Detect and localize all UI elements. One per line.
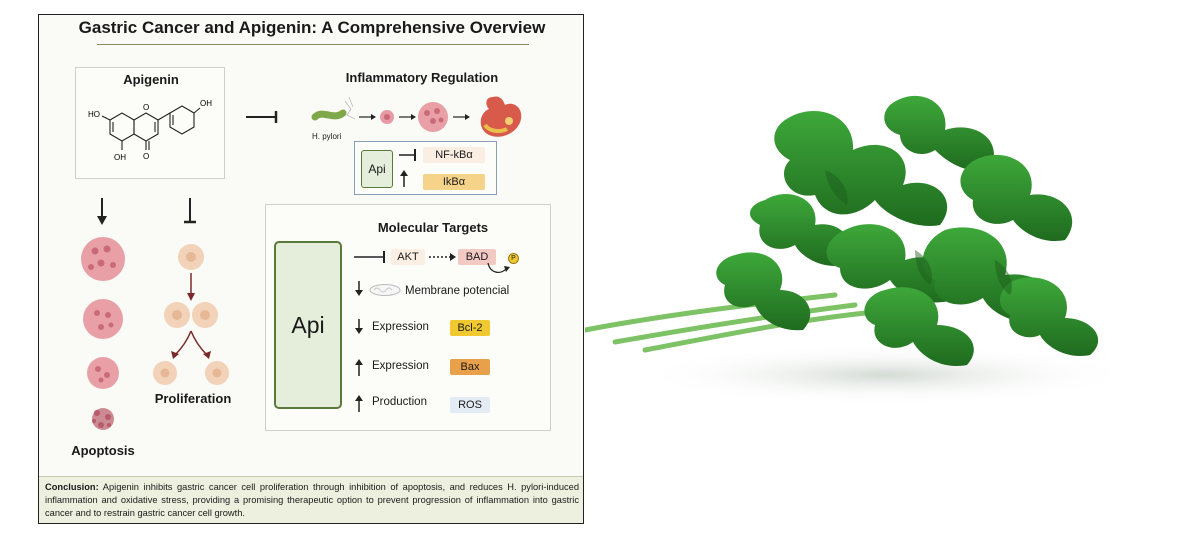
molecular-api-block: Api bbox=[274, 241, 342, 409]
ring-o-label: O bbox=[143, 103, 149, 112]
molecular-targets-heading: Molecular Targets bbox=[326, 220, 540, 235]
mitochondria-icon bbox=[368, 283, 402, 297]
title-divider bbox=[97, 44, 529, 45]
molecular-targets-box: Molecular Targets Api AKT BAD P Membrane… bbox=[265, 204, 551, 431]
ros-up-arrow bbox=[354, 395, 364, 413]
akt-inhibition-arrow bbox=[352, 251, 388, 263]
conclusion-text: Apigenin inhibits gastric cancer cell pr… bbox=[45, 482, 579, 518]
bax-chip: Bax bbox=[450, 359, 490, 375]
phospho-badge: P bbox=[508, 253, 519, 264]
bax-up-arrow bbox=[354, 359, 364, 377]
inflammation-progression-illustration bbox=[309, 91, 539, 141]
membrane-potential-label: Membrane potencial bbox=[405, 285, 509, 297]
apoptosis-down-arrow bbox=[95, 198, 109, 226]
apoptosis-cells-illustration bbox=[75, 233, 131, 433]
bax-row-label: Expression bbox=[372, 360, 429, 372]
apoptosis-label: Apoptosis bbox=[59, 443, 147, 458]
nfkb-chip: NF-kBα bbox=[423, 147, 485, 163]
inhibition-arrow-to-inflammation bbox=[244, 111, 280, 123]
ros-row-label: Production bbox=[372, 396, 427, 408]
apigenin-heading: Apigenin bbox=[76, 72, 226, 87]
oh-top-label: OH bbox=[200, 99, 212, 108]
apigenin-structure-box: Apigenin HO bbox=[75, 67, 225, 179]
akt-chip: AKT bbox=[391, 249, 425, 265]
h-pylori-label: H. pylori bbox=[312, 132, 341, 141]
inflammatory-api-label: Api bbox=[361, 150, 393, 188]
oh-bottom-label: OH bbox=[114, 153, 126, 162]
bcl2-row-label: Expression bbox=[372, 321, 429, 333]
membrane-down-arrow bbox=[354, 281, 364, 297]
poster-title: Gastric Cancer and Apigenin: A Comprehen… bbox=[39, 18, 584, 38]
ikb-chip: IkBα bbox=[423, 174, 485, 190]
ho-label: HO bbox=[88, 110, 100, 119]
apigenin-molecule-diagram: HO OH OH O O bbox=[76, 86, 226, 178]
conclusion-panel: Conclusion: Apigenin inhibits gastric ca… bbox=[39, 476, 584, 524]
conclusion-lead: Conclusion: bbox=[45, 482, 99, 492]
proliferation-label: Proliferation bbox=[145, 391, 241, 406]
inflammatory-api-box: Api NF-kBα IkBα bbox=[354, 141, 497, 195]
bcl2-chip: Bcl-2 bbox=[450, 320, 490, 336]
bad-phosphorylation-arrow bbox=[484, 261, 512, 277]
proliferation-inhibition-symbol bbox=[183, 198, 197, 226]
infographic-poster: Gastric Cancer and Apigenin: A Comprehen… bbox=[38, 14, 584, 524]
inflammatory-heading: Inflammatory Regulation bbox=[322, 70, 522, 85]
akt-to-bad-dotted-arrow bbox=[427, 251, 457, 263]
parsley-photo bbox=[585, 80, 1145, 500]
proliferation-cells-illustration bbox=[151, 241, 231, 386]
ketone-o-label: O bbox=[143, 152, 149, 161]
nfkb-inhibition-arrow bbox=[397, 148, 419, 162]
ros-chip: ROS bbox=[450, 397, 490, 413]
bcl2-down-arrow bbox=[354, 319, 364, 335]
ikb-up-arrow bbox=[399, 170, 409, 188]
